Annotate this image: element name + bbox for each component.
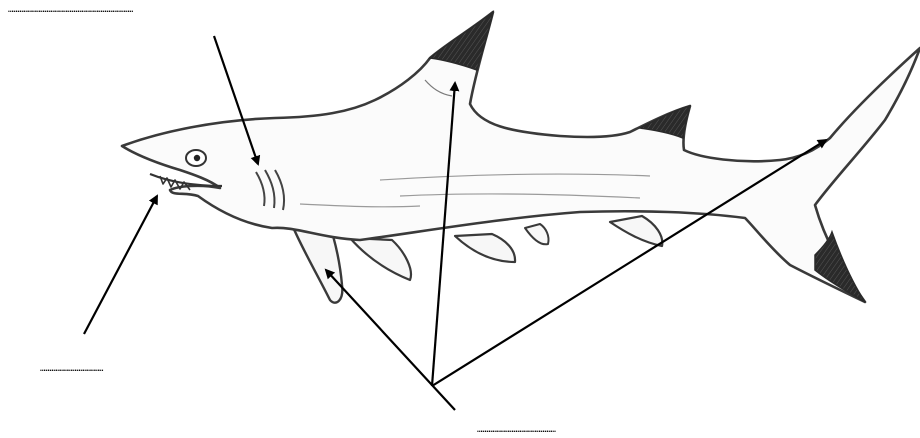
pelvic-fin <box>350 238 411 280</box>
eye <box>186 150 206 166</box>
rear-lower-fin <box>610 216 662 246</box>
answer-blank-left[interactable]: ………………………………………… <box>40 364 102 374</box>
answer-blank-top[interactable]: …………………………………………………………………………………… <box>8 5 132 15</box>
anal-fin <box>455 234 515 262</box>
small-ventral-fin <box>525 224 549 244</box>
label-arrow-mouth <box>84 196 157 334</box>
